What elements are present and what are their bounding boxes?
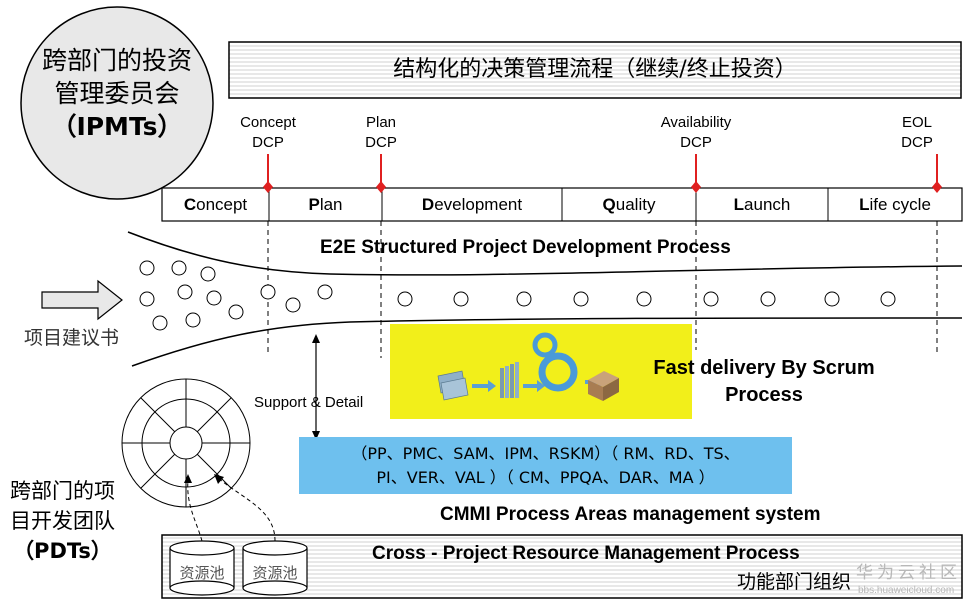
dcp-marker-eol <box>932 154 942 193</box>
scrum-cycle-graphic <box>437 332 619 401</box>
phase-development-initial: D <box>421 194 435 214</box>
resource-pool-2-label: 资源池 <box>252 564 298 582</box>
resource-process-title: Cross - Project Resource Management Proc… <box>372 543 800 564</box>
dcp-label-plan-top: Plan <box>365 114 397 131</box>
pool-to-wheel-arrows <box>184 474 276 542</box>
scrum-line-2: Process <box>725 384 803 406</box>
watermark-main: 华为云社区 <box>856 563 961 583</box>
input-label: 项目建议书 <box>24 327 120 349</box>
phase-quality-initial: Q <box>602 194 616 214</box>
support-detail-label: Support & Detail <box>254 394 364 411</box>
scrum-label: Fast delivery By Scrum Process <box>630 355 898 409</box>
decision-banner-text: 结构化的决策管理流程（继续/终止投资） <box>393 57 797 82</box>
dcp-marker-availability <box>691 154 701 193</box>
dcp-label-eol-bottom: DCP <box>901 134 933 151</box>
cmmi-line-2: PI、VER、VAL ）（ CM、PPQA、DAR、MA ） <box>376 468 715 487</box>
phase-plan-initial: P <box>308 194 320 214</box>
watermark-url: bbs.huaweicloud.com <box>858 585 955 596</box>
dcp-label-concept-top: Concept <box>240 114 296 131</box>
ipmt-line-1: 跨部门的投资 <box>41 46 192 75</box>
decision-banner-box <box>228 41 962 99</box>
dcp-marker-concept <box>263 154 273 193</box>
phase-plan-rest: lan <box>319 194 343 214</box>
phase-development-rest: evelopment <box>434 194 523 214</box>
phase-concept-initial: C <box>183 194 197 214</box>
ipmt-line-3: （IPMTs） <box>51 112 183 141</box>
pdt-line-1: 跨部门的项 <box>10 479 115 503</box>
pdt-label: 跨部门的项 目开发团队 （PDTs） <box>0 476 125 566</box>
phase-launch-initial: L <box>733 194 745 214</box>
cmmi-line-1: （PP、PMC、SAM、IPM、RSKM）（ RM、RD、TS、 <box>351 444 740 463</box>
resource-pool-1 <box>169 540 235 596</box>
funnel-top-edge <box>127 231 963 276</box>
dcp-label-concept-bottom: DCP <box>252 134 284 151</box>
dcp-label-eol: EOL DCP <box>887 113 947 153</box>
dcp-label-availability-bottom: DCP <box>680 134 712 151</box>
functional-dept-label: 功能部门组织 <box>737 571 852 593</box>
cmmi-box <box>299 437 792 494</box>
phase-quality-rest: uality <box>615 194 656 214</box>
resource-pool-2 <box>242 540 308 596</box>
e2e-process-title: E2E Structured Project Development Proce… <box>320 237 731 258</box>
cmmi-caption: CMMI Process Areas management system <box>440 504 821 525</box>
ipmt-line-2: 管理委员会 <box>54 79 180 108</box>
phase-life-cycle-initial: L <box>859 194 870 214</box>
dcp-marker-plan <box>376 154 386 193</box>
input-arrow <box>41 279 123 321</box>
support-double-arrow <box>312 334 320 440</box>
phase-launch-rest: aunch <box>744 194 791 214</box>
funnel-bottom-edge <box>131 317 963 367</box>
pdt-line-3: （PDTs） <box>13 539 112 563</box>
ipmt-circle <box>20 6 214 200</box>
phase-life-cycle-rest: ife cycle <box>869 194 931 214</box>
idea-circles <box>139 260 896 331</box>
dcp-label-plan: Plan DCP <box>346 113 416 153</box>
dcp-label-plan-bottom: DCP <box>365 134 397 151</box>
phase-concept-rest: oncept <box>196 194 248 214</box>
dcp-label-availability: Availability DCP <box>636 113 756 153</box>
dcp-label-concept: Concept DCP <box>223 113 313 153</box>
pdt-wheel <box>121 378 251 508</box>
ipmt-label: 跨部门的投资 管理委员会 （IPMTs） <box>22 44 212 143</box>
cmmi-areas-text: （PP、PMC、SAM、IPM、RSKM）（ RM、RD、TS、 PI、VER、… <box>299 442 792 490</box>
pdt-line-2: 目开发团队 <box>10 509 115 533</box>
dcp-label-availability-top: Availability <box>660 114 732 131</box>
scrum-line-1: Fast delivery By Scrum <box>653 357 875 379</box>
resource-pool-1-label: 资源池 <box>179 564 225 582</box>
dcp-label-eol-top: EOL <box>901 114 932 131</box>
